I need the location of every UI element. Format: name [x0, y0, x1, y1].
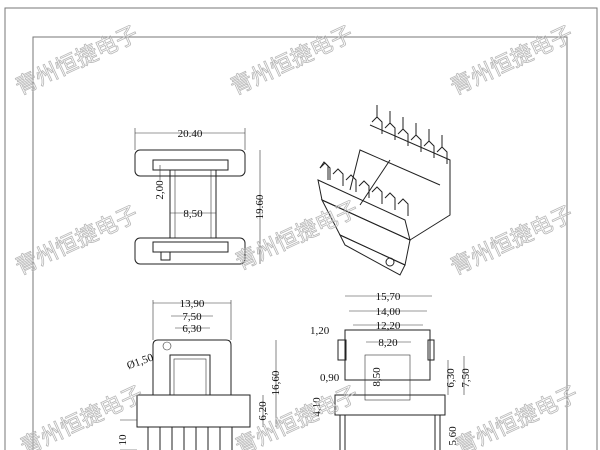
dim-width: 13,90 [180, 298, 205, 310]
outer-frame [4, 7, 598, 450]
watermark: 青州恒捷电子 [452, 382, 582, 450]
dim-inner2: 12,20 [376, 320, 401, 332]
dim-inner1: 7,50 [182, 311, 202, 323]
watermark: 青州恒捷电子 [447, 202, 577, 280]
dim-inner1: 14,00 [376, 306, 401, 318]
dim-base: 6,20 [257, 401, 269, 421]
dim-h1: 6,30 [445, 368, 457, 388]
dim-pin: 5,60 [447, 426, 459, 446]
dim-hole: Ø1,50 [125, 351, 155, 372]
dim-height: 8,50 [371, 367, 383, 387]
dim-wall: 2,00 [154, 180, 166, 200]
watermark: 青州恒捷电子 [447, 22, 577, 100]
isometric-view [317, 105, 451, 276]
front-view: 13,90 7,50 6,30 Ø1,50 16,60 6,20 10 [117, 298, 282, 450]
top-view: 20.40 19.60 2,00 8,50 [134, 128, 266, 265]
side-view: 15,70 14,00 12,20 8,20 1,20 0,90 8,50 6,… [310, 291, 472, 450]
watermark: 青州恒捷电子 [12, 202, 142, 280]
dim-width: 15,70 [376, 291, 401, 303]
dim-base: 4,10 [311, 397, 323, 417]
dim-core: 8,20 [378, 337, 398, 349]
dim-flange: 1,20 [310, 325, 330, 337]
dim-pin: 10 [117, 434, 129, 446]
watermark: 青州恒捷电子 [227, 22, 357, 100]
dim-height: 16,60 [270, 370, 282, 395]
dim-h2: 7,50 [460, 368, 472, 388]
dim-core: 8,50 [183, 208, 203, 220]
watermark: 青州恒捷电子 [232, 382, 362, 450]
watermarks: 青州恒捷电子 青州恒捷电子 青州恒捷电子 青州恒捷电子 青州恒捷电子 青州恒捷电… [12, 22, 583, 450]
dim-inner2: 6,30 [182, 323, 202, 335]
dim-gap: 0,90 [320, 372, 340, 384]
dim-width: 20.40 [178, 128, 203, 140]
watermark: 青州恒捷电子 [12, 22, 142, 100]
inner-frame [32, 36, 568, 450]
dim-height: 19.60 [254, 194, 266, 219]
